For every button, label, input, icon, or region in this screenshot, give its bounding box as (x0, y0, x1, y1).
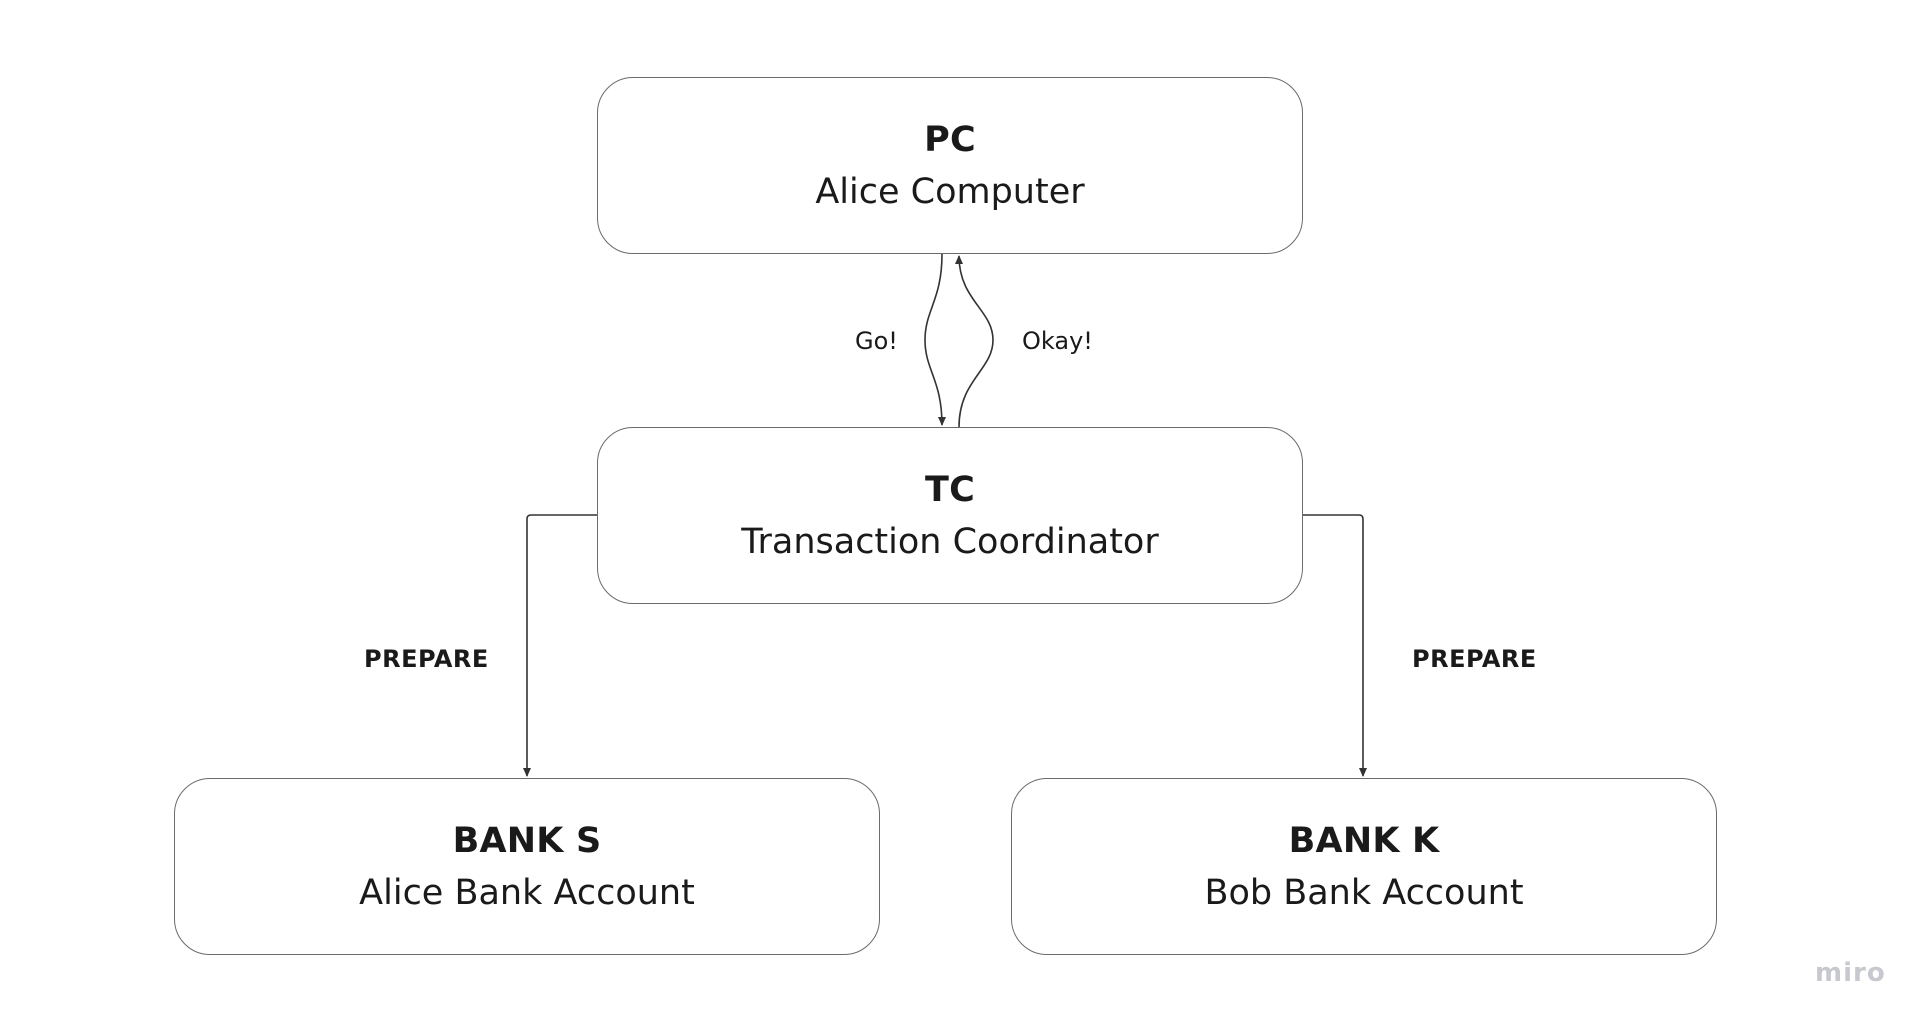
edge-go-arrow[interactable] (924, 253, 946, 426)
node-subtitle: Bob Bank Account (1204, 872, 1524, 913)
node-bank-k[interactable]: BANK K Bob Bank Account (1011, 778, 1717, 955)
edge-label-prepare-right: PREPARE (1412, 645, 1537, 673)
edge-prepare-right-arrow[interactable] (1303, 514, 1367, 777)
node-title: PC (924, 119, 976, 160)
node-title: TC (925, 469, 975, 510)
node-subtitle: Alice Computer (815, 171, 1085, 212)
node-bank-s[interactable]: BANK S Alice Bank Account (174, 778, 880, 955)
node-subtitle: Alice Bank Account (359, 872, 695, 913)
node-tc[interactable]: TC Transaction Coordinator (597, 427, 1303, 604)
edge-prepare-left-arrow[interactable] (523, 514, 597, 777)
edge-label-okay: Okay! (1022, 327, 1093, 355)
node-title: BANK K (1288, 820, 1440, 861)
node-title: BANK S (452, 820, 602, 861)
edge-okay-arrow[interactable] (955, 255, 994, 428)
node-pc[interactable]: PC Alice Computer (597, 77, 1303, 254)
edge-label-go: Go! (855, 327, 898, 355)
node-subtitle: Transaction Coordinator (741, 521, 1159, 562)
edge-label-prepare-left: PREPARE (364, 645, 489, 673)
miro-watermark-logo: miro (1815, 958, 1886, 988)
